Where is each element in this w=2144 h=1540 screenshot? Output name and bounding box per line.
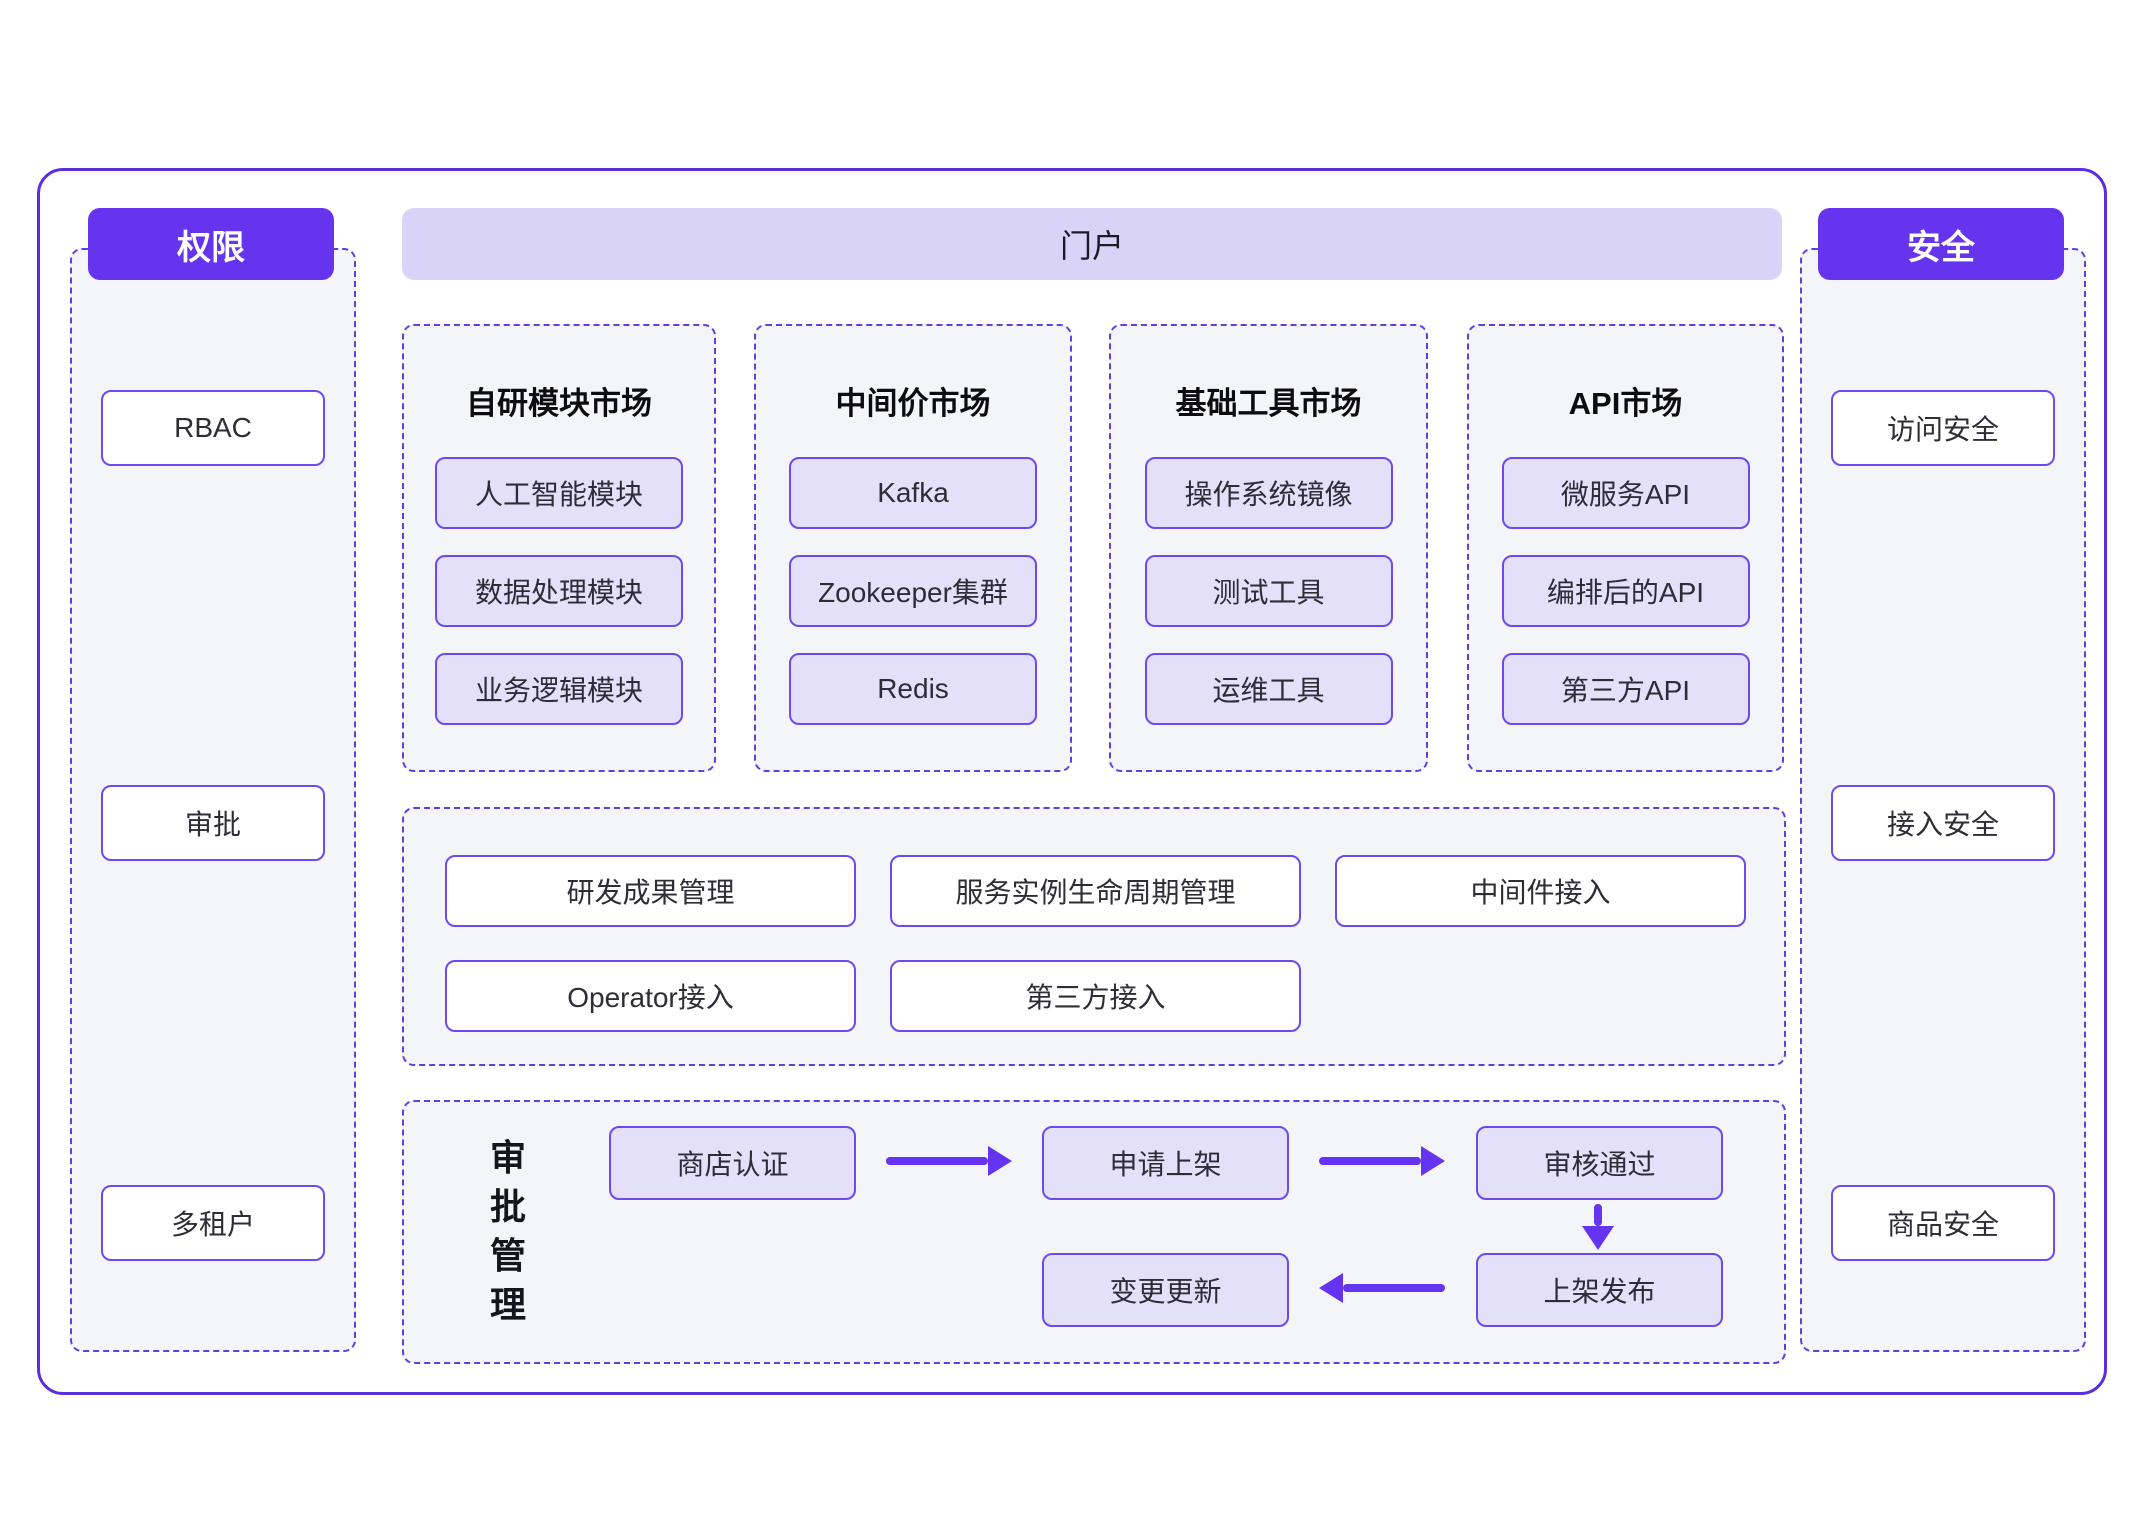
market-item: 业务逻辑模块 bbox=[435, 653, 683, 725]
security-item-integration: 接入安全 bbox=[1831, 785, 2055, 861]
arrow-right-icon bbox=[886, 1146, 1012, 1176]
flow-node-apply-listing: 申请上架 bbox=[1042, 1126, 1289, 1200]
mgmt-service-lifecycle: 服务实例生命周期管理 bbox=[890, 855, 1301, 927]
mgmt-thirdparty-access: 第三方接入 bbox=[890, 960, 1301, 1032]
market-item: 第三方API bbox=[1501, 653, 1750, 725]
market-item: 人工智能模块 bbox=[435, 457, 683, 529]
market-title: 自研模块市场 bbox=[466, 386, 652, 421]
market-title: 基础工具市场 bbox=[1175, 386, 1362, 421]
market-title: API市场 bbox=[1568, 386, 1683, 421]
security-item-product: 商品安全 bbox=[1831, 1185, 2055, 1261]
security-item-access: 访问安全 bbox=[1831, 390, 2055, 466]
market-basic-tools: 基础工具市场 操作系统镜像 测试工具 运维工具 bbox=[1109, 324, 1428, 772]
permissions-item-rbac: RBAC bbox=[101, 390, 325, 466]
market-title: 中间价市场 bbox=[835, 386, 991, 421]
approval-label-char: 管 bbox=[489, 1235, 526, 1276]
flow-node-store-cert: 商店认证 bbox=[609, 1126, 856, 1200]
market-middleware: 中间价市场 Kafka Zookeeper集群 Redis bbox=[754, 324, 1072, 772]
arrow-down-icon bbox=[1582, 1204, 1614, 1250]
market-item: 微服务API bbox=[1501, 457, 1750, 529]
market-item: 编排后的API bbox=[1501, 555, 1750, 627]
market-item: 测试工具 bbox=[1144, 555, 1393, 627]
market-item: 运维工具 bbox=[1144, 653, 1393, 725]
mgmt-operator-access: Operator接入 bbox=[445, 960, 856, 1032]
flow-node-review-passed: 审核通过 bbox=[1476, 1126, 1723, 1200]
portal-header: 门户 bbox=[402, 208, 1782, 280]
market-item: 数据处理模块 bbox=[435, 555, 683, 627]
approval-label-char: 批 bbox=[489, 1186, 526, 1227]
arrow-left-icon bbox=[1319, 1273, 1445, 1303]
market-item: Zookeeper集群 bbox=[789, 555, 1037, 627]
approval-label-char: 审 bbox=[489, 1137, 526, 1178]
approval-label-char: 理 bbox=[489, 1284, 526, 1325]
security-panel-header: 安全 bbox=[1818, 208, 2064, 280]
market-api: API市场 微服务API 编排后的API 第三方API bbox=[1467, 324, 1784, 772]
approval-flow-section: 审 批 管 理 商店认证 申请上架 审核通过 上架发布 变更更新 bbox=[402, 1100, 1786, 1364]
market-self-dev-modules: 自研模块市场 人工智能模块 数据处理模块 业务逻辑模块 bbox=[402, 324, 716, 772]
permissions-panel-header: 权限 bbox=[88, 208, 334, 280]
permissions-item-multitenant: 多租户 bbox=[101, 1185, 325, 1261]
market-item: 操作系统镜像 bbox=[1144, 457, 1393, 529]
arrow-right-icon bbox=[1319, 1146, 1445, 1176]
management-section: 研发成果管理 服务实例生命周期管理 中间件接入 Operator接入 第三方接入 bbox=[402, 807, 1786, 1066]
flow-node-change-update: 变更更新 bbox=[1042, 1253, 1289, 1327]
approval-flow-label: 审 批 管 理 bbox=[482, 1140, 534, 1323]
mgmt-rd-results: 研发成果管理 bbox=[445, 855, 856, 927]
market-item: Kafka bbox=[789, 457, 1037, 529]
permissions-item-approval: 审批 bbox=[101, 785, 325, 861]
market-item: Redis bbox=[789, 653, 1037, 725]
mgmt-middleware-access: 中间件接入 bbox=[1335, 855, 1746, 927]
flow-node-publish: 上架发布 bbox=[1476, 1253, 1723, 1327]
